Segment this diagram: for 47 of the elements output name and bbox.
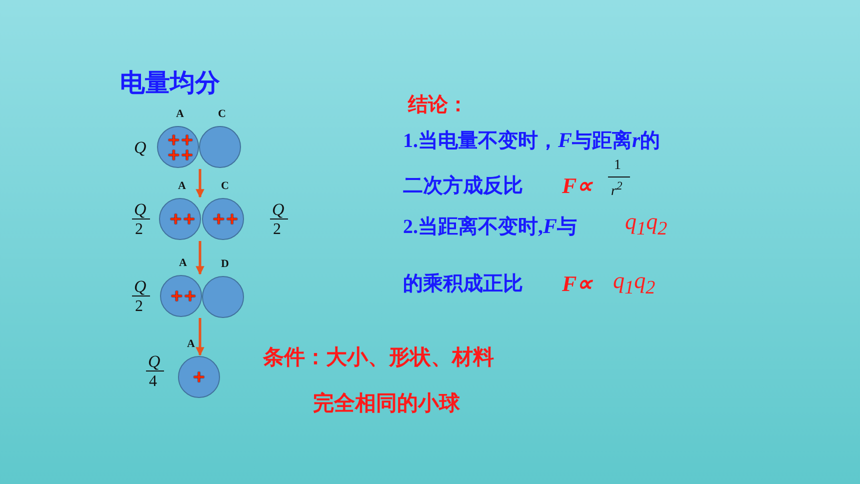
condition-text: 完全相同的小球 — [313, 391, 460, 415]
statement: 的 — [640, 130, 660, 152]
variable: Q — [134, 277, 146, 296]
formula: F∝ — [562, 271, 593, 296]
charged-sphere — [202, 198, 244, 240]
charged-sphere — [178, 356, 220, 398]
sphere-letter: A — [178, 181, 186, 192]
statement: 2.当距离不变时, — [403, 216, 543, 238]
statement: 的乘积成正比 — [403, 273, 523, 295]
sphere-letter: C — [221, 181, 229, 192]
statement: 与 — [557, 216, 578, 238]
heading: 结论： — [408, 92, 468, 116]
number: 1 — [614, 158, 621, 173]
variable: r$^{2}$ — [611, 184, 622, 199]
sphere — [202, 276, 244, 318]
variable: Q — [134, 138, 146, 157]
variable: Q — [134, 200, 146, 219]
sphere-letter: A — [187, 339, 195, 350]
formula: q$_{1}$q$_{2}$ — [625, 209, 668, 234]
variable: Q — [148, 352, 160, 371]
statement: 二次方成反比 — [403, 175, 523, 197]
sphere-letter: A — [179, 258, 187, 269]
variable: r — [632, 128, 640, 152]
arrow — [196, 318, 204, 356]
sphere-letter: C — [218, 109, 226, 120]
number: 2 — [135, 298, 143, 315]
formula: q$_{1}$q$_{2}$ — [613, 268, 656, 293]
charged-sphere — [160, 275, 202, 317]
sphere — [199, 126, 241, 168]
variable: F — [543, 214, 558, 238]
sphere-letter: A — [176, 109, 184, 120]
formula: F∝ — [562, 173, 593, 198]
charged-sphere — [159, 198, 201, 240]
charge-signs: + — [191, 369, 207, 385]
sphere-letter: D — [221, 259, 229, 270]
arrow — [196, 169, 204, 198]
variable: Q — [272, 200, 284, 219]
charged-sphere — [157, 126, 199, 168]
title: 电量均分 — [120, 70, 220, 95]
number: 4 — [149, 373, 157, 390]
statement: 1.当电量不变时， — [403, 130, 558, 152]
statement: 与距离 — [572, 130, 632, 152]
number: 2 — [135, 221, 143, 238]
condition-text: 条件：大小、形状、材料 — [263, 345, 494, 369]
variable: F — [558, 128, 572, 152]
arrow — [196, 241, 204, 275]
number: 2 — [273, 221, 281, 238]
